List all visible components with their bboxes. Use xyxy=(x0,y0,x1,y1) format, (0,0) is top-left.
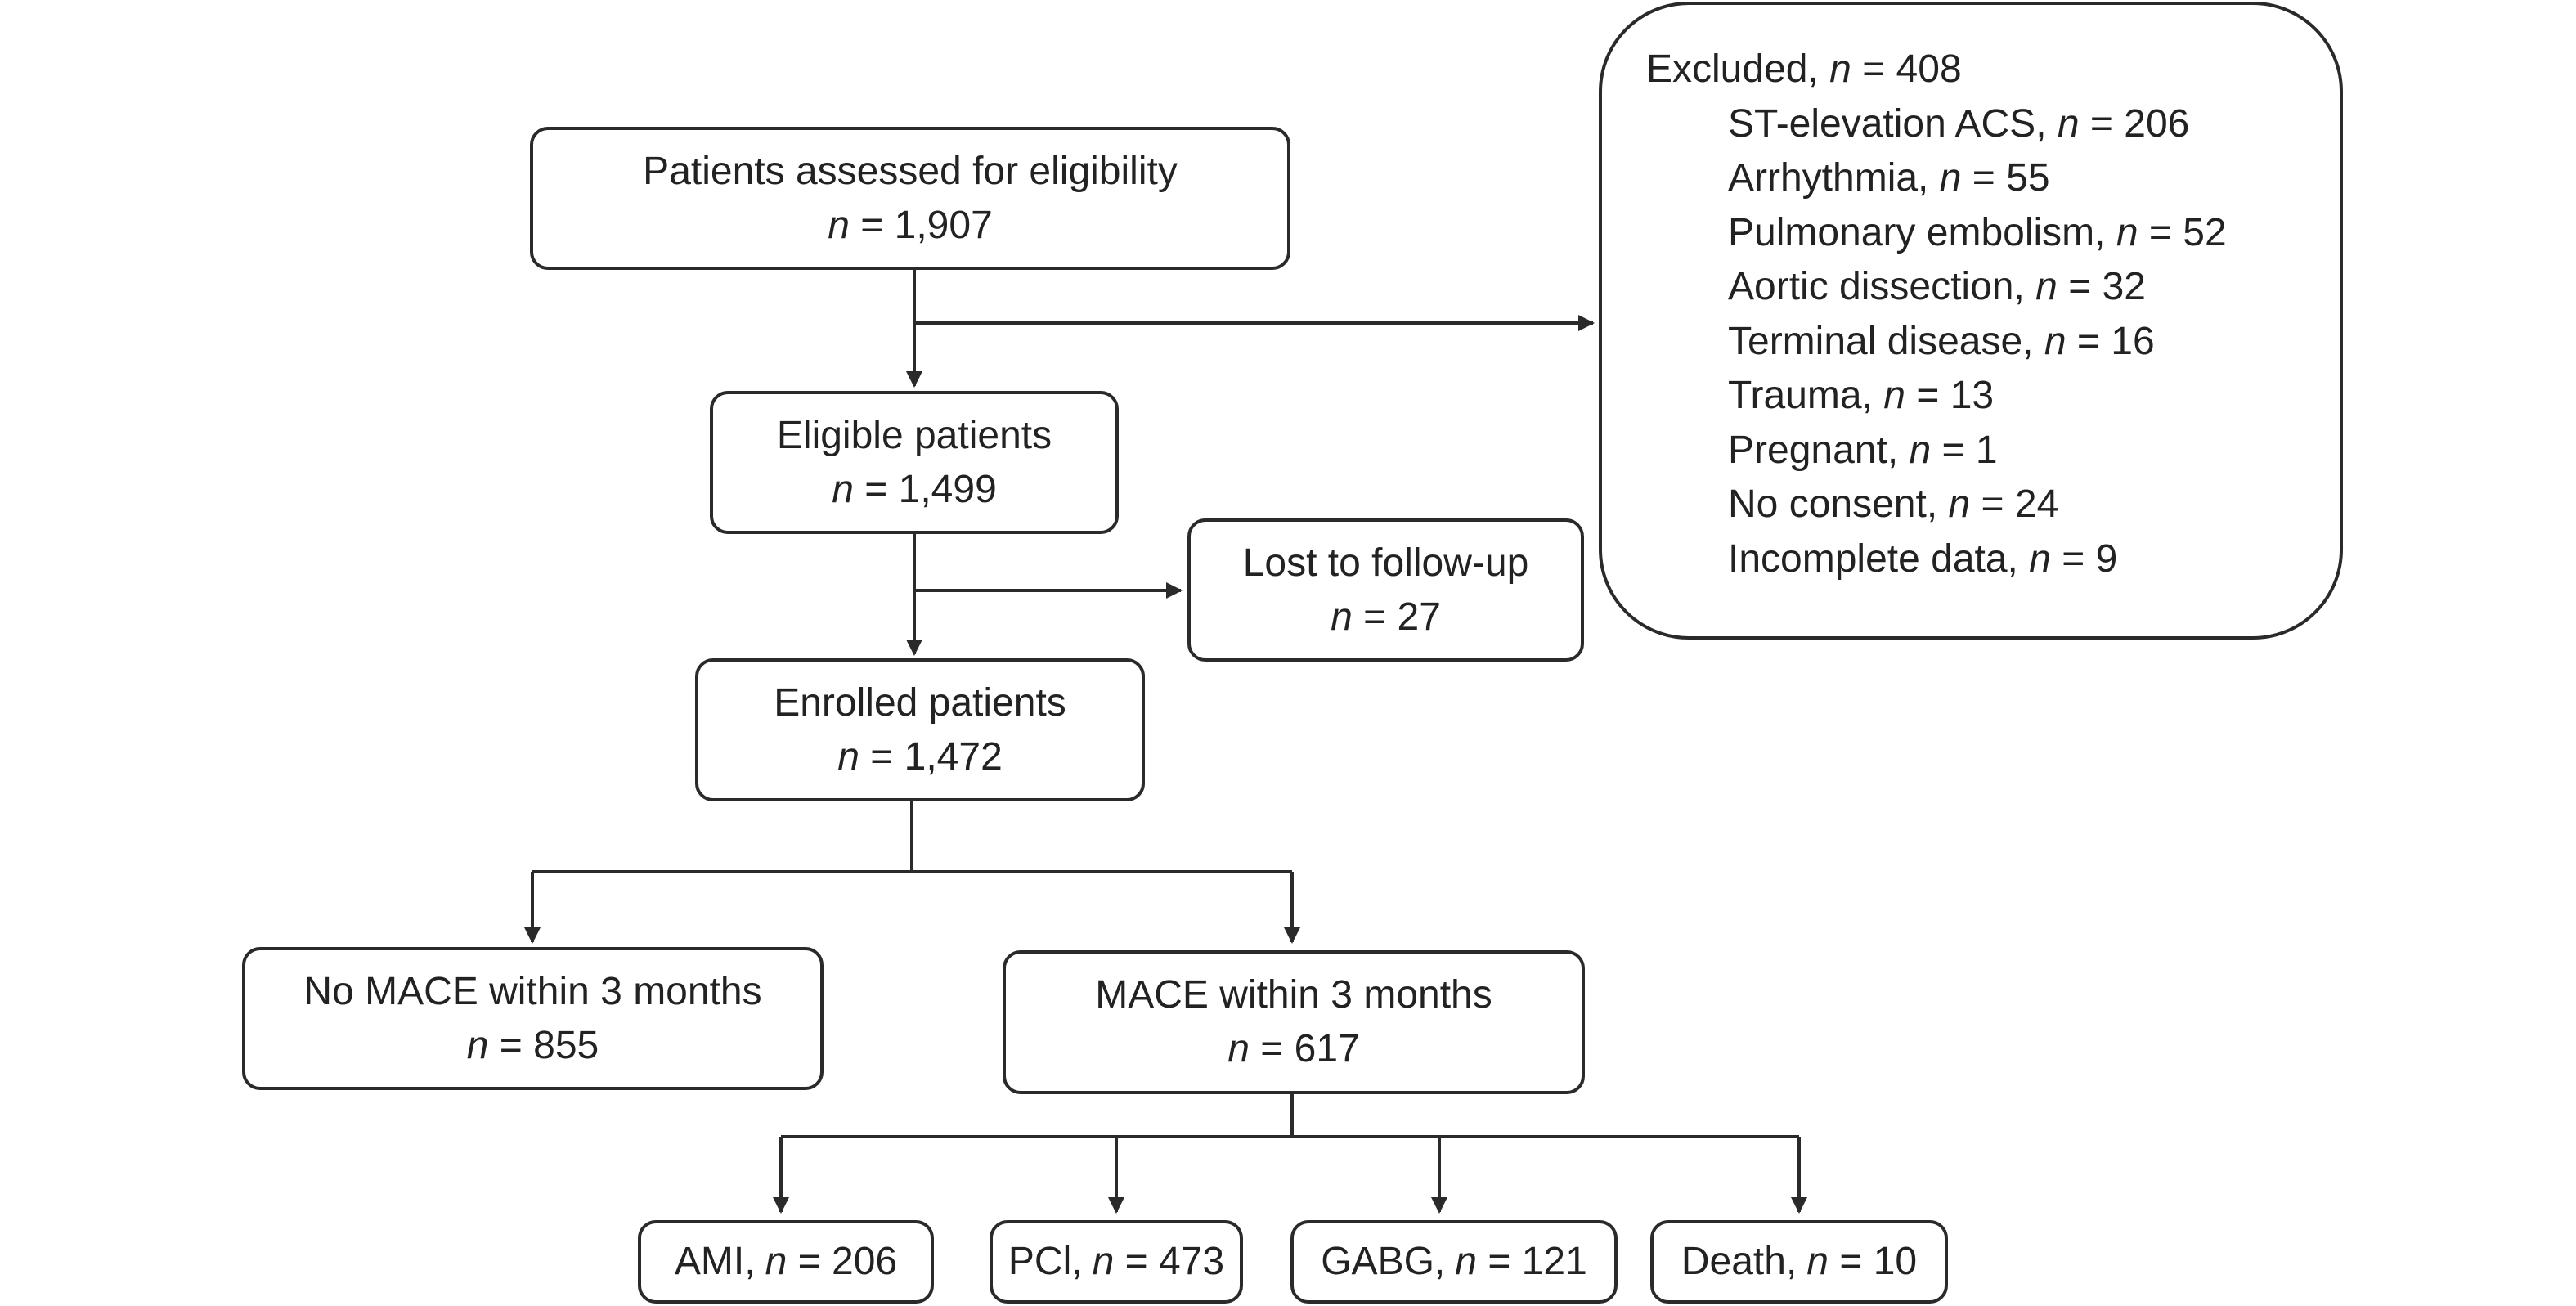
box-assessed: Patients assessed for eligibility n = 1,… xyxy=(530,127,1290,270)
eligible-label: Eligible patients xyxy=(776,413,1052,457)
box-eligible: Eligible patients n = 1,499 xyxy=(710,391,1119,534)
box-no-mace: No MACE within 3 months n = 855 xyxy=(242,947,824,1090)
excluded-item-pulmonary-embolism: Pulmonary embolism, n = 52 xyxy=(1728,210,2227,254)
ami-label: AMI, xyxy=(674,1240,756,1283)
assessed-label: Patients assessed for eligibility xyxy=(643,149,1178,193)
box-pci: PCl, n = 473 xyxy=(990,1220,1243,1304)
box-gabg: GABG, n = 121 xyxy=(1290,1220,1618,1304)
gabg-label: GABG, xyxy=(1321,1240,1446,1283)
excluded-item-no-consent: No consent, n = 24 xyxy=(1728,482,2059,526)
gabg-count: n = 121 xyxy=(1455,1240,1587,1283)
pci-count: n = 473 xyxy=(1092,1240,1225,1283)
box-mace: MACE within 3 months n = 617 xyxy=(1003,950,1585,1094)
enrolled-label: Enrolled patients xyxy=(774,680,1066,725)
ami-count: n = 206 xyxy=(765,1240,898,1283)
box-excluded: Excluded, n = 408 ST-elevation ACS, n = … xyxy=(1599,2,2343,640)
lost-label: Lost to follow-up xyxy=(1242,541,1529,585)
excluded-item-aortic-dissection: Aortic dissection, n = 32 xyxy=(1728,265,2146,308)
excluded-title: Excluded, n = 408 xyxy=(1646,47,1962,91)
box-lost-to-follow-up: Lost to follow-up n = 27 xyxy=(1187,518,1584,662)
excluded-item-terminal-disease: Terminal disease, n = 16 xyxy=(1728,319,2155,363)
box-enrolled: Enrolled patients n = 1,472 xyxy=(695,658,1145,801)
eligible-count: n = 1,499 xyxy=(832,467,997,511)
excluded-item-st-elevation-acs: ST-elevation ACS, n = 206 xyxy=(1728,101,2190,146)
excluded-item-incomplete-data: Incomplete data, n = 9 xyxy=(1728,536,2118,581)
lost-count: n = 27 xyxy=(1331,595,1441,639)
death-count: n = 10 xyxy=(1806,1240,1918,1283)
excluded-item-arrhythmia: Arrhythmia, n = 55 xyxy=(1728,156,2050,200)
assessed-count: n = 1,907 xyxy=(828,203,993,247)
excluded-item-trauma: Trauma, n = 13 xyxy=(1728,374,1995,417)
box-death: Death, n = 10 xyxy=(1650,1220,1948,1304)
box-ami: AMI, n = 206 xyxy=(638,1220,934,1304)
pci-label: PCl, xyxy=(1008,1240,1083,1283)
enrolled-count: n = 1,472 xyxy=(837,734,1003,779)
death-label: Death, xyxy=(1681,1240,1797,1283)
no-mace-label: No MACE within 3 months xyxy=(303,969,762,1013)
mace-count: n = 617 xyxy=(1227,1027,1360,1070)
no-mace-count: n = 855 xyxy=(466,1023,599,1067)
excluded-item-pregnant: Pregnant, n = 1 xyxy=(1728,428,1998,472)
mace-label: MACE within 3 months xyxy=(1095,973,1492,1017)
